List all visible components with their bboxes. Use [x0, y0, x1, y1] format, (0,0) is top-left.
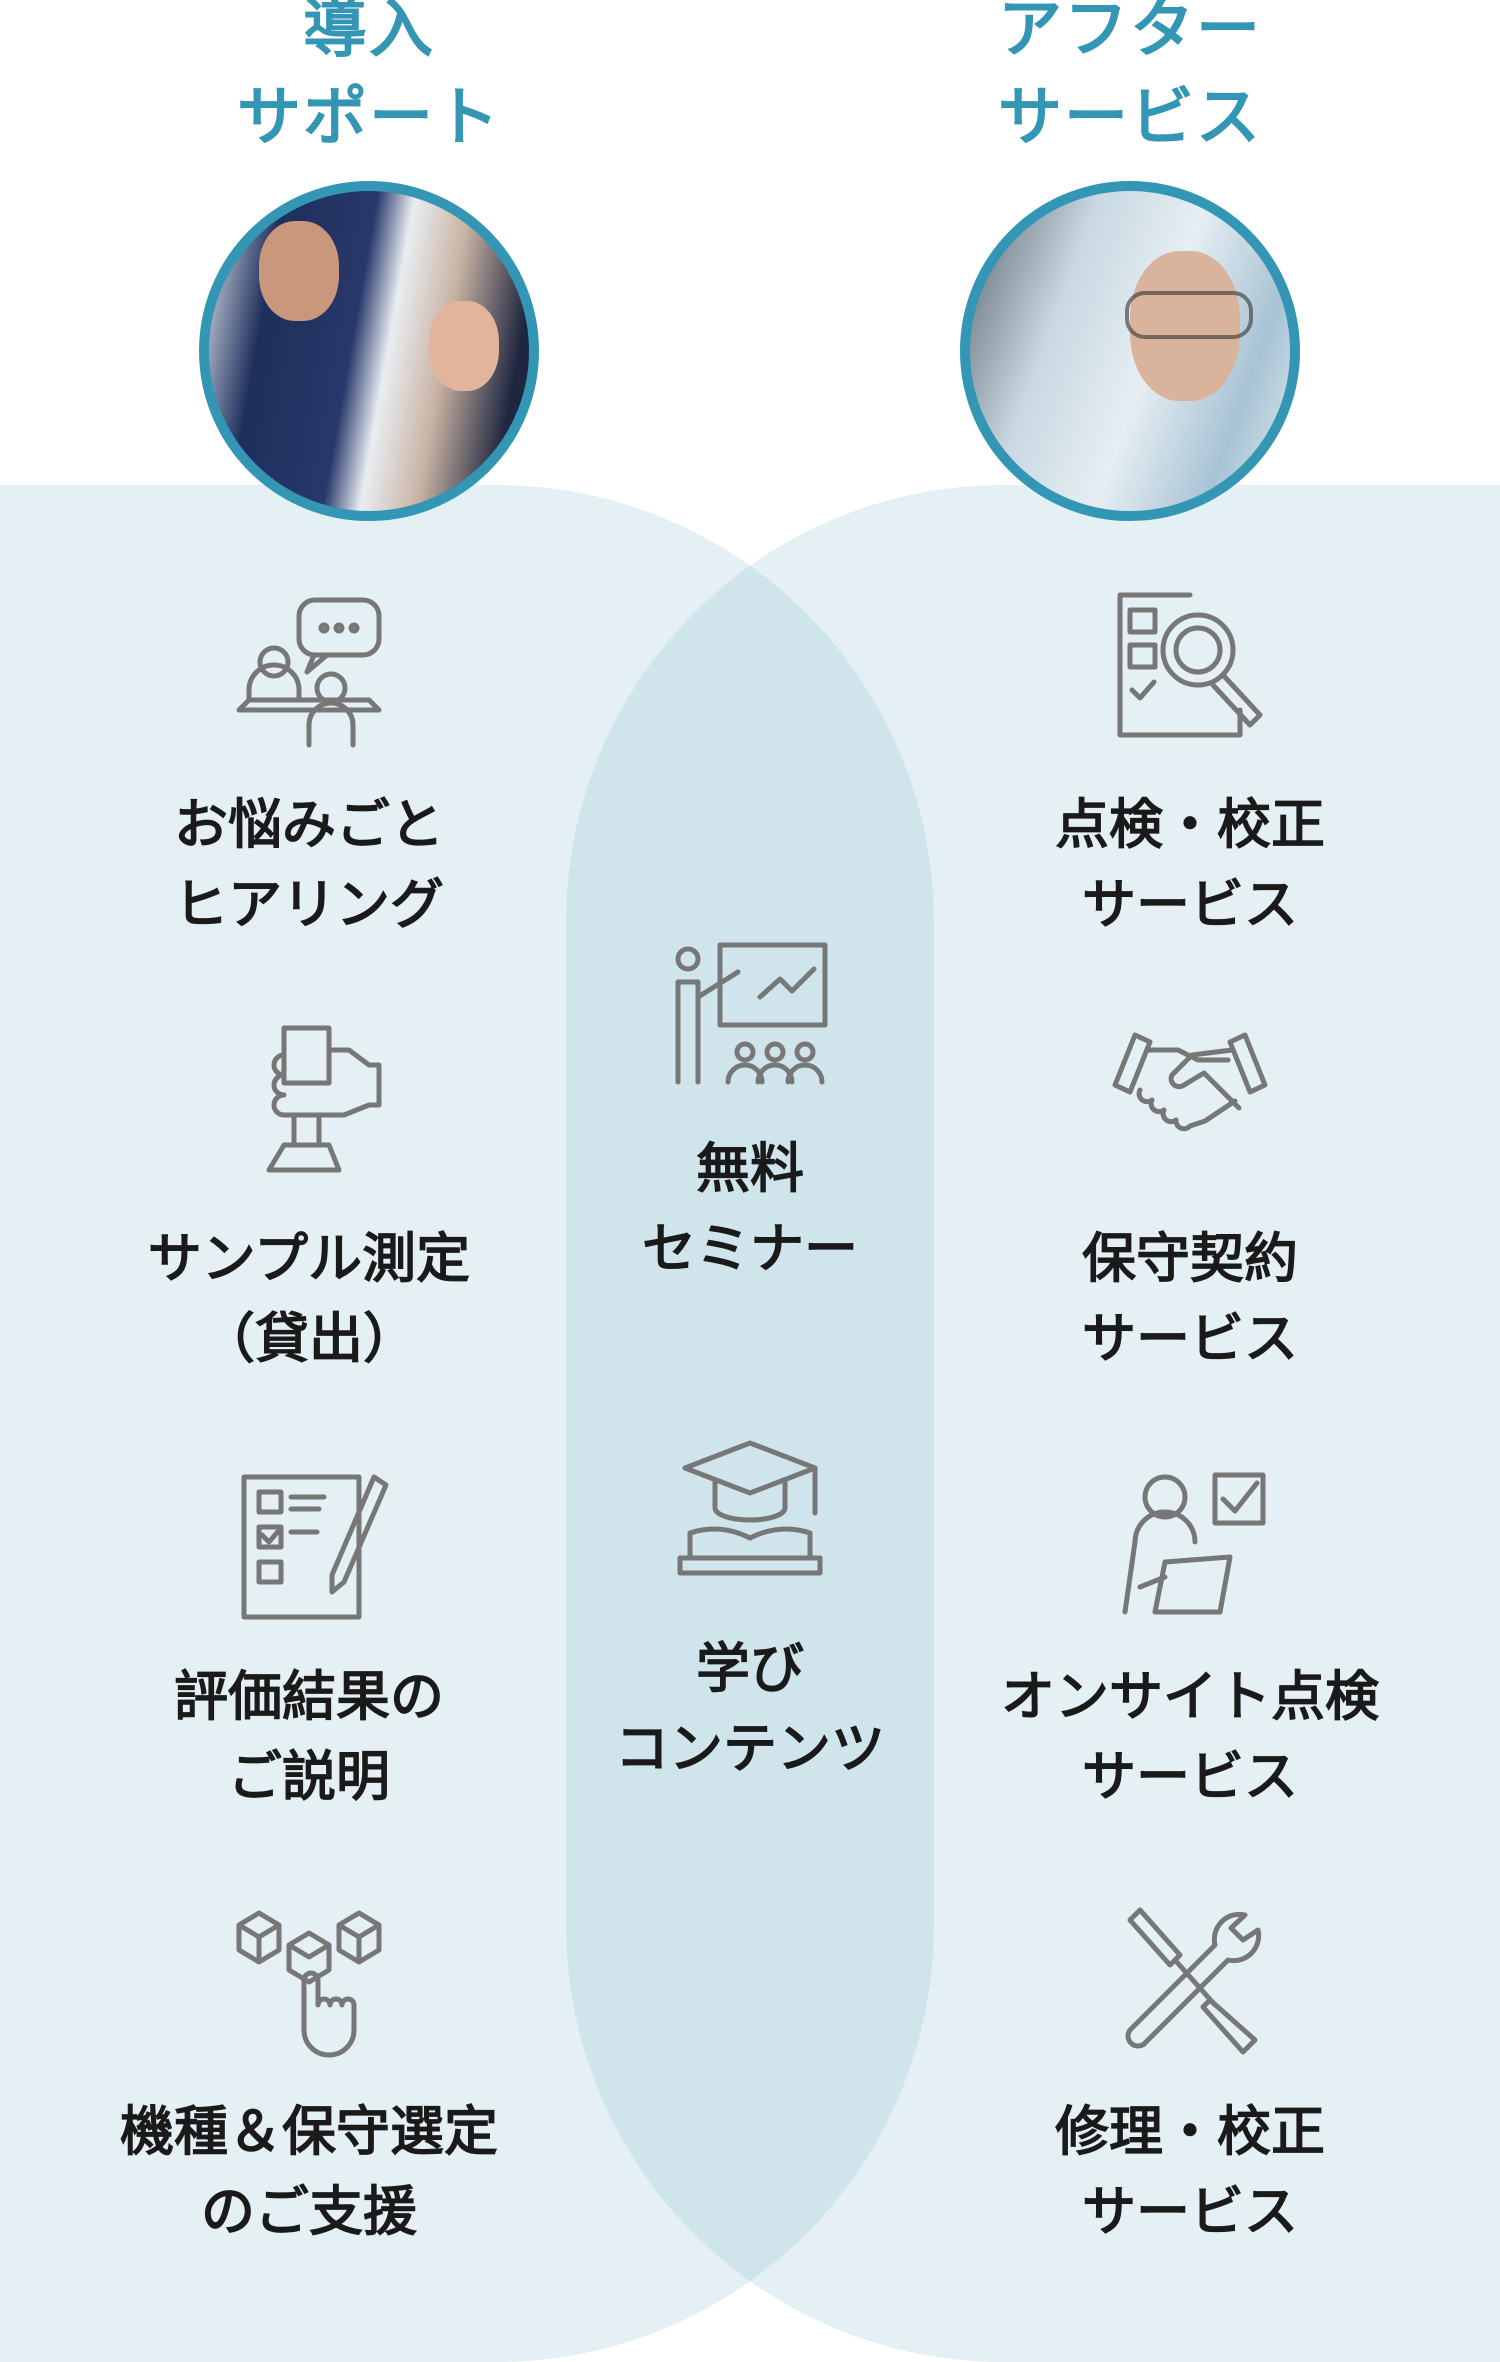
onsite-inspection-label: オンサイト点検サービス — [890, 1657, 1490, 1817]
repair-tools-icon — [1125, 1907, 1262, 2055]
title-line: サポート — [237, 81, 501, 155]
label-line: 評価結果の — [174, 1665, 444, 1728]
label-line: のご支援 — [201, 2180, 417, 2243]
learning-book-icon — [677, 1440, 823, 1576]
label-line: サービス — [1082, 1307, 1298, 1370]
title-line: 導入 — [303, 0, 435, 67]
label-line: 無料 — [696, 1137, 804, 1200]
label-line: オンサイト点検 — [1001, 1665, 1379, 1728]
onsite-technician-icon — [1122, 1472, 1266, 1615]
label-line: コンテンツ — [615, 1717, 885, 1780]
maintenance-contract-label: 保守契約サービス — [890, 1219, 1490, 1379]
label-line: ご説明 — [228, 1745, 390, 1808]
lab-scientist-photo — [960, 181, 1300, 521]
learning-content-label: 学びコンテンツ — [450, 1629, 1050, 1789]
label-line: セミナー — [642, 1217, 858, 1280]
consultation-icon — [236, 597, 382, 748]
seminar-label: 無料セミナー — [450, 1129, 1050, 1289]
handshake-icon — [1112, 1032, 1268, 1132]
sample-measurement-label: サンプル測定 （貸出） — [9, 1219, 609, 1379]
label-line: お悩みごと — [174, 793, 444, 856]
title-line: サービス — [998, 81, 1262, 155]
after-service-title: アフター サービス — [880, 0, 1380, 162]
overlap-panel — [566, 485, 934, 2362]
title-line: アフター — [998, 0, 1262, 67]
label-line: 修理・校正 — [1055, 2100, 1325, 2163]
inspection-magnifier-icon — [1117, 592, 1263, 738]
label-line: 機種＆保守選定 — [120, 2100, 498, 2163]
evaluation-explanation-label: 評価結果のご説明 — [9, 1657, 609, 1817]
product-selection-icon — [236, 1910, 382, 2058]
label-line: 点検・校正 — [1055, 793, 1325, 856]
label-line: サンプル測定 — [147, 1227, 471, 1290]
seminar-icon — [675, 942, 828, 1085]
inspection-calibration-label: 点検・校正サービス — [890, 785, 1490, 945]
selection-support-label: 機種＆保守選定のご支援 — [9, 2092, 609, 2252]
label-line: 学び — [696, 1637, 804, 1700]
hearing-label: お悩みごとヒアリング — [9, 785, 609, 945]
label-line: サービス — [1082, 1745, 1298, 1808]
label-line: 保守契約 — [1082, 1227, 1298, 1290]
checklist-report-icon — [241, 1474, 389, 1620]
business-meeting-photo — [199, 181, 539, 521]
label-line: （貸出） — [201, 1307, 417, 1370]
support-title: 導入 サポート — [119, 0, 619, 162]
sample-hand-icon — [266, 1025, 382, 1173]
repair-calibration-label: 修理・校正サービス — [890, 2092, 1490, 2252]
label-line: サービス — [1082, 873, 1298, 936]
label-line: ヒアリング — [174, 873, 444, 936]
label-line: サービス — [1082, 2180, 1298, 2243]
